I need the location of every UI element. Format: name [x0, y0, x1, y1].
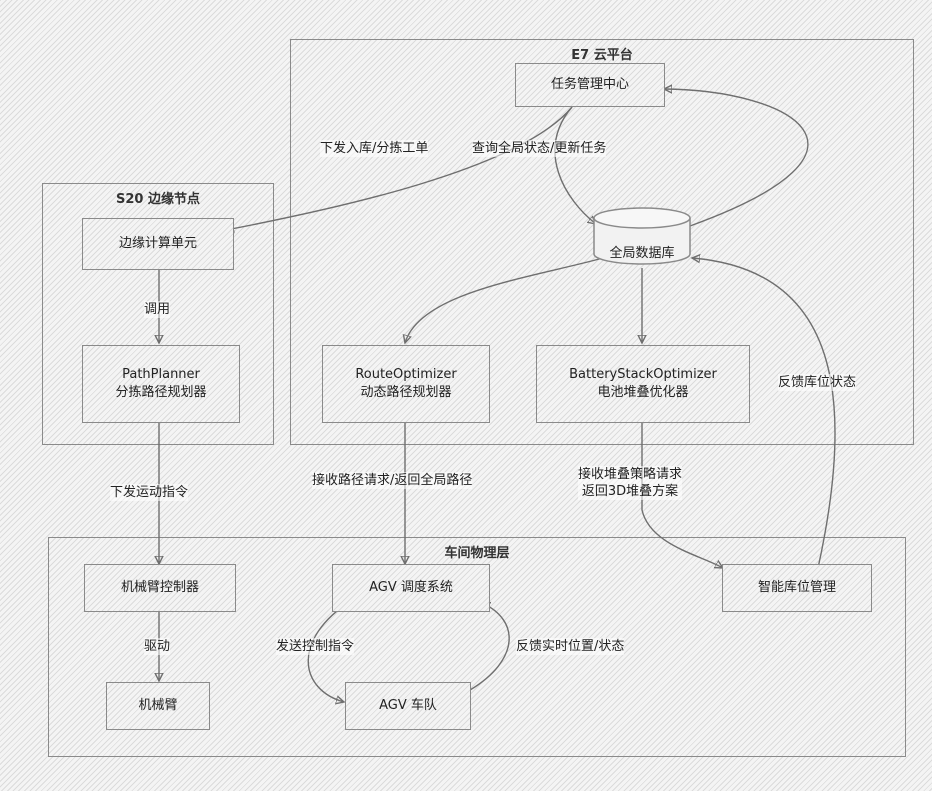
edge-label-drive: 驱动 — [144, 638, 170, 655]
edge-label-feedback-position: 反馈实时位置/状态 — [516, 638, 624, 655]
node-edge-unit-label: 边缘计算单元 — [119, 235, 197, 253]
edge-label-send-motion: 下发运动指令 — [110, 484, 188, 501]
edge-label-stack-request-line1: 接收堆叠策略请求 — [578, 466, 682, 483]
node-arm-controller: 机械臂控制器 — [84, 564, 236, 612]
node-path-planner-desc: 分拣路径规划器 — [115, 384, 206, 402]
node-route-optimizer: RouteOptimizer 动态路径规划器 — [322, 345, 490, 423]
edge-label-feedback-storage: 反馈库位状态 — [778, 374, 856, 391]
edge-label-send-control: 发送控制指令 — [276, 638, 354, 655]
node-route-optimizer-name: RouteOptimizer — [355, 366, 456, 384]
node-battery-optimizer-name: BatteryStackOptimizer — [569, 366, 717, 384]
edge-label-issue-orders: 下发入库/分拣工单 — [320, 140, 428, 157]
node-agv-fleet: AGV 车队 — [345, 682, 471, 730]
node-robot-arm-label: 机械臂 — [138, 697, 177, 715]
node-robot-arm: 机械臂 — [106, 682, 210, 730]
node-agv-dispatch: AGV 调度系统 — [332, 564, 490, 612]
edge-label-stack-request: 接收堆叠策略请求 返回3D堆叠方案 — [578, 466, 682, 500]
node-agv-dispatch-label: AGV 调度系统 — [369, 579, 453, 597]
edge-label-call: 调用 — [144, 301, 170, 318]
node-battery-optimizer: BatteryStackOptimizer 电池堆叠优化器 — [536, 345, 750, 423]
node-battery-optimizer-desc: 电池堆叠优化器 — [597, 384, 688, 402]
node-task-center: 任务管理中心 — [515, 63, 665, 107]
node-edge-unit: 边缘计算单元 — [82, 218, 234, 270]
node-path-planner-name: PathPlanner — [122, 366, 200, 384]
node-global-db: 全局数据库 — [592, 206, 692, 266]
node-smart-storage: 智能库位管理 — [722, 564, 872, 612]
node-smart-storage-label: 智能库位管理 — [758, 579, 836, 597]
node-global-db-label: 全局数据库 — [592, 242, 692, 261]
node-agv-fleet-label: AGV 车队 — [379, 697, 437, 715]
node-arm-controller-label: 机械臂控制器 — [121, 579, 199, 597]
node-route-optimizer-desc: 动态路径规划器 — [360, 384, 451, 402]
node-task-center-label: 任务管理中心 — [551, 76, 629, 94]
edge-db-to-route — [405, 258, 603, 343]
edge-task-to-db — [555, 107, 596, 224]
edge-task-to-edge-unit — [226, 107, 572, 230]
edge-label-route-request: 接收路径请求/返回全局路径 — [312, 472, 472, 489]
edge-label-query-state: 查询全局状态/更新任务 — [472, 140, 606, 157]
edge-label-stack-request-line2: 返回3D堆叠方案 — [578, 483, 682, 500]
edge-fleet-to-agv — [470, 603, 509, 690]
node-path-planner: PathPlanner 分拣路径规划器 — [82, 345, 240, 423]
